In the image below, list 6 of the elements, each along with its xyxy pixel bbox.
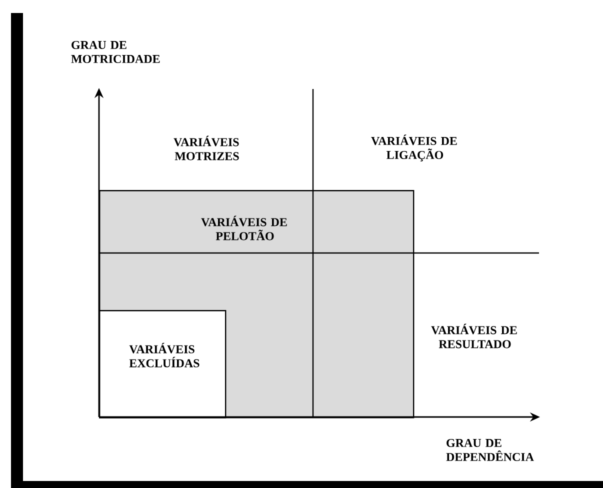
inner-box: VARIÁVEIS EXCLUÍDAS — [99, 310, 226, 418]
quadrant-label: VARIÁVEIS DE LIGAÇÃO — [371, 134, 457, 162]
quadrant-label: VARIÁVEIS MOTRIZES — [174, 136, 239, 160]
axis-title: GRAU DE MOTRICIDADE — [71, 40, 160, 64]
quadrant-label: VARIÁVEIS DE RESULTADO — [431, 324, 517, 348]
axis-title: GRAU DE DEPENDÊNCIA — [446, 438, 534, 462]
